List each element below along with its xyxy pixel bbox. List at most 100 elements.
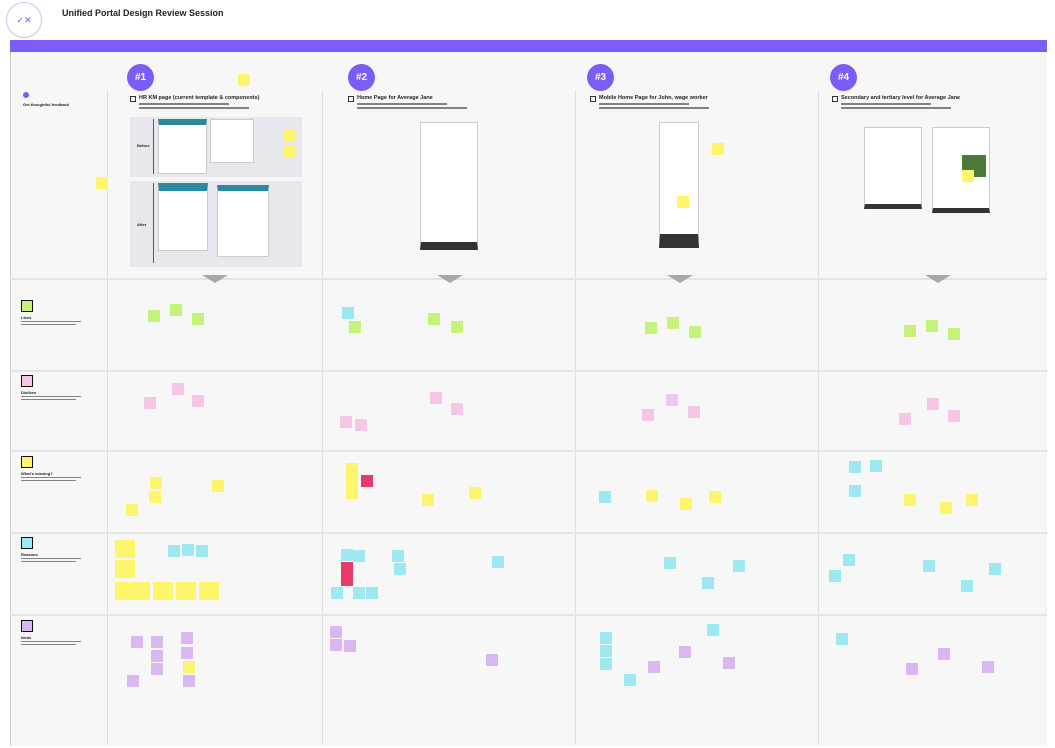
screenshot-thumbnail[interactable] xyxy=(217,185,269,257)
sticky-note[interactable] xyxy=(451,321,463,333)
sticky-note[interactable] xyxy=(346,487,358,499)
sticky-note[interactable] xyxy=(492,556,504,568)
sticky-note[interactable] xyxy=(144,397,156,409)
sticky-note[interactable] xyxy=(600,645,612,657)
sticky-note[interactable] xyxy=(688,406,700,418)
sticky-note[interactable] xyxy=(680,498,692,510)
sticky-note[interactable] xyxy=(366,587,378,599)
sticky-note[interactable] xyxy=(212,480,224,492)
sticky-note[interactable] xyxy=(600,632,612,644)
sticky-note[interactable] xyxy=(451,403,463,415)
sticky-note[interactable] xyxy=(331,587,343,599)
sticky-note[interactable] xyxy=(394,563,406,575)
sticky-note[interactable] xyxy=(183,675,195,687)
sticky-note[interactable] xyxy=(131,636,143,648)
sticky-note[interactable] xyxy=(948,410,960,422)
expand-arrow-icon[interactable] xyxy=(202,275,228,283)
sticky-note[interactable] xyxy=(341,549,353,561)
sticky-note[interactable] xyxy=(284,130,296,142)
sticky-note[interactable] xyxy=(966,494,978,506)
sticky-note[interactable] xyxy=(849,485,861,497)
sticky-note[interactable] xyxy=(151,663,163,675)
sticky-note[interactable] xyxy=(361,475,373,487)
sticky-note[interactable] xyxy=(923,560,935,572)
screenshot-thumbnail[interactable] xyxy=(420,122,478,250)
sticky-note[interactable] xyxy=(906,663,918,675)
sticky-note[interactable] xyxy=(181,632,193,644)
sticky-note[interactable] xyxy=(664,557,676,569)
sticky-note[interactable] xyxy=(648,661,660,673)
sticky-note[interactable] xyxy=(342,307,354,319)
sticky-note[interactable] xyxy=(196,545,208,557)
sticky-note[interactable] xyxy=(843,554,855,566)
sticky-note[interactable] xyxy=(153,582,173,600)
sticky-note[interactable] xyxy=(836,633,848,645)
sticky-note[interactable] xyxy=(422,494,434,506)
sticky-note[interactable] xyxy=(624,674,636,686)
sticky-note[interactable] xyxy=(346,463,358,475)
sticky-note[interactable] xyxy=(151,636,163,648)
sticky-note[interactable] xyxy=(392,550,404,562)
expand-arrow-icon[interactable] xyxy=(667,275,693,283)
sticky-note[interactable] xyxy=(148,310,160,322)
sticky-note[interactable] xyxy=(989,563,1001,575)
sticky-note[interactable] xyxy=(982,661,994,673)
sticky-note[interactable] xyxy=(600,658,612,670)
screenshot-thumbnail[interactable] xyxy=(659,122,699,248)
sticky-note[interactable] xyxy=(927,398,939,410)
sticky-note[interactable] xyxy=(677,196,689,208)
sticky-note[interactable] xyxy=(904,325,916,337)
sticky-note[interactable] xyxy=(904,494,916,506)
sticky-note[interactable] xyxy=(199,582,219,600)
sticky-note[interactable] xyxy=(428,313,440,325)
sticky-note[interactable] xyxy=(353,587,365,599)
sticky-note[interactable] xyxy=(340,416,352,428)
sticky-note[interactable] xyxy=(599,491,611,503)
sticky-note[interactable] xyxy=(733,560,745,572)
sticky-note[interactable] xyxy=(430,392,442,404)
sticky-note[interactable] xyxy=(642,409,654,421)
sticky-note[interactable] xyxy=(341,562,353,574)
sticky-note[interactable] xyxy=(469,487,481,499)
sticky-note[interactable] xyxy=(341,574,353,586)
sticky-note[interactable] xyxy=(961,580,973,592)
sticky-note[interactable] xyxy=(667,317,679,329)
sticky-note[interactable] xyxy=(130,582,150,600)
sticky-note[interactable] xyxy=(182,544,194,556)
sticky-note[interactable] xyxy=(151,650,163,662)
sticky-note[interactable] xyxy=(115,540,135,558)
sticky-note[interactable] xyxy=(346,475,358,487)
sticky-note[interactable] xyxy=(870,460,882,472)
sticky-note[interactable] xyxy=(679,646,691,658)
screenshot-thumbnail[interactable] xyxy=(158,119,207,174)
sticky-note[interactable] xyxy=(355,419,367,431)
sticky-note[interactable] xyxy=(666,394,678,406)
sticky-note[interactable] xyxy=(126,504,138,516)
sticky-note[interactable] xyxy=(115,560,135,578)
sticky-note[interactable] xyxy=(176,582,196,600)
sticky-note[interactable] xyxy=(172,383,184,395)
sticky-note[interactable] xyxy=(192,395,204,407)
sticky-note[interactable] xyxy=(170,304,182,316)
sticky-note[interactable] xyxy=(284,145,296,157)
sticky-note[interactable] xyxy=(707,624,719,636)
sticky-note[interactable] xyxy=(723,657,735,669)
sticky-note[interactable] xyxy=(940,502,952,514)
sticky-note[interactable] xyxy=(938,648,950,660)
sticky-note[interactable] xyxy=(849,461,861,473)
sticky-note[interactable] xyxy=(330,626,342,638)
sticky-note[interactable] xyxy=(353,550,365,562)
sticky-note[interactable] xyxy=(926,320,938,332)
screenshot-thumbnail[interactable] xyxy=(864,127,922,209)
sticky-note[interactable] xyxy=(712,143,724,155)
sticky-note[interactable] xyxy=(962,170,974,182)
sticky-note[interactable] xyxy=(948,328,960,340)
sticky-note[interactable] xyxy=(702,577,714,589)
screenshot-thumbnail[interactable] xyxy=(158,183,208,251)
sticky-note[interactable] xyxy=(181,647,193,659)
sticky-note[interactable] xyxy=(330,639,342,651)
screenshot-thumbnail[interactable] xyxy=(210,119,254,163)
sticky-note[interactable] xyxy=(689,326,701,338)
sticky-note[interactable] xyxy=(96,177,108,189)
sticky-note[interactable] xyxy=(238,74,250,86)
